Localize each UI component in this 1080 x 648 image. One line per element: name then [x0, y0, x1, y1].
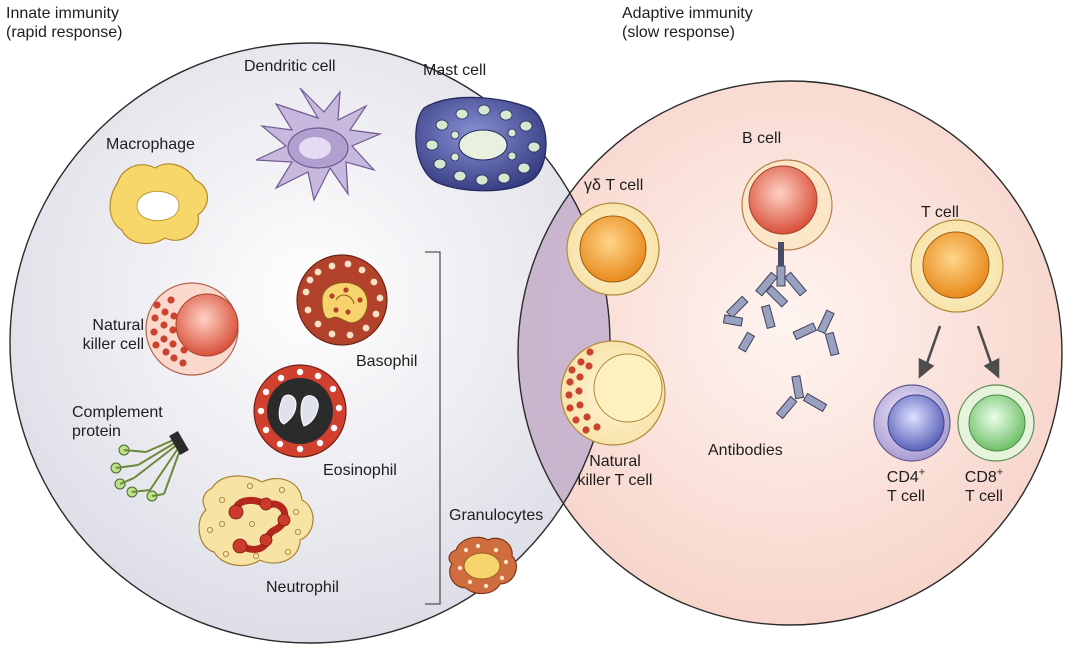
- differentiation-arrows: [918, 325, 1000, 379]
- gamma-delta-t-cell: [566, 202, 660, 296]
- antibodies: [722, 265, 840, 420]
- t-cell: [910, 219, 1004, 313]
- macrophage-cell: [109, 163, 208, 245]
- granulocytes-bracket: [425, 251, 441, 605]
- granulocytes-label: Granulocytes: [449, 507, 544, 524]
- adaptive-title-line1: Adaptive immunity: [622, 5, 753, 22]
- adaptive-title: Adaptive immunity (slow response): [622, 4, 753, 42]
- nkt-label-line2: killer T cell: [577, 472, 653, 489]
- dendritic-cell-label: Dendritic cell: [244, 58, 336, 75]
- t-cell-label: T cell: [921, 204, 959, 221]
- complement-protein-label: Complement protein: [72, 403, 163, 441]
- cd8-label-line1: CD8+: [964, 466, 1004, 486]
- basophil-label: Basophil: [356, 353, 418, 370]
- cd8-t-cell-label: CD8+ T cell: [946, 466, 1022, 506]
- gamma-delta-t-cell-label: γδ T cell: [584, 177, 644, 194]
- cd4-t-cell: [873, 384, 951, 462]
- dendritic-cell: [255, 87, 383, 202]
- b-cell: [741, 159, 833, 268]
- mast-cell: [415, 96, 547, 192]
- macrophage-label: Macrophage: [106, 136, 195, 153]
- granulocyte-cell: [448, 536, 517, 595]
- complement-protein: [110, 430, 189, 502]
- eosinophil-label: Eosinophil: [323, 462, 397, 479]
- basophil-cell: [296, 254, 388, 346]
- cd8-t-cell: [957, 384, 1035, 462]
- natural-killer-cell-label: Natural killer cell: [56, 316, 144, 354]
- innate-title-line1: Innate immunity: [6, 5, 119, 22]
- neutrophil-label: Neutrophil: [266, 579, 339, 596]
- natural-killer-t-cell: [560, 340, 666, 446]
- innate-title: Innate immunity (rapid response): [6, 4, 123, 42]
- natural-killer-t-cell-label: Natural killer T cell: [560, 452, 670, 490]
- complement-label-line1: Complement: [72, 404, 163, 421]
- cd8-label-line2: T cell: [965, 488, 1003, 505]
- nk-label-line2: killer cell: [82, 336, 144, 353]
- antibodies-label: Antibodies: [708, 442, 783, 459]
- eosinophil-cell: [253, 364, 347, 458]
- natural-killer-cell: [145, 282, 239, 376]
- b-cell-label: B cell: [742, 130, 782, 147]
- cd4-label-line1: CD4+: [886, 466, 926, 486]
- complement-label-line2: protein: [72, 423, 121, 440]
- cd4-label-line2: T cell: [887, 488, 925, 505]
- innate-title-line2: (rapid response): [6, 24, 123, 41]
- adaptive-title-line2: (slow response): [622, 24, 735, 41]
- neutrophil-cell: [198, 475, 314, 567]
- nk-label-line1: Natural: [92, 317, 144, 334]
- nkt-label-line1: Natural: [589, 453, 641, 470]
- adaptive-circle: [518, 81, 1062, 625]
- mast-cell-label: Mast cell: [423, 62, 487, 79]
- cd4-t-cell-label: CD4+ T cell: [868, 466, 944, 506]
